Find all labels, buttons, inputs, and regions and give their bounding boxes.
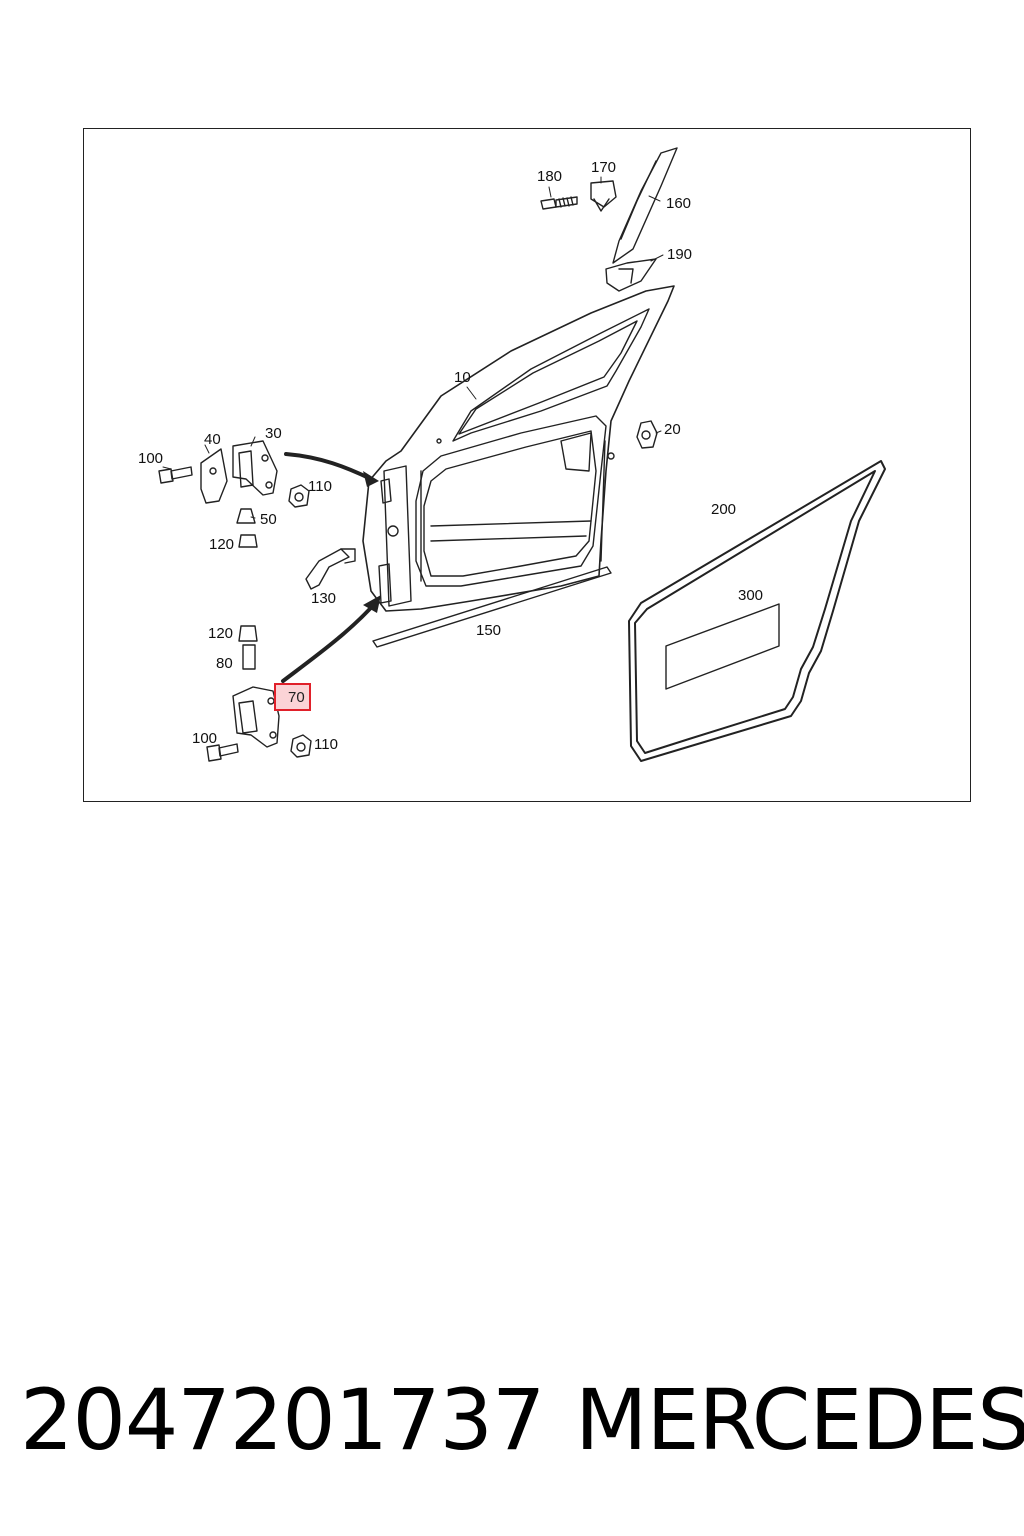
grommet [636,420,658,449]
callout-100-upper: 100 [138,450,164,467]
assembly-arrows [281,452,379,683]
callout-20: 20 [664,421,681,438]
window-trim [612,147,678,264]
callout-300: 300 [738,587,764,604]
sill-strip [372,566,612,648]
callout-180: 180 [537,168,563,185]
upper-hinge [158,440,310,548]
callout-160: 160 [666,195,692,212]
callout-190: 190 [667,246,693,263]
parts-diagram: 10 20 30 40 50 70 80 100 100 110 110 120… [83,128,971,802]
door-seal [628,460,886,762]
callout-130: 130 [311,590,337,607]
brand-name: MERCEDES [575,1371,1024,1469]
lower-hinge [206,625,312,762]
door-shell [362,285,675,612]
callout-40: 40 [204,431,221,448]
callout-200: 200 [711,501,737,518]
callout-120-upper: 120 [209,536,235,553]
callout-50: 50 [260,511,277,528]
product-footer: 2047201737 MERCEDES [20,1370,1024,1470]
check-strap [305,548,356,590]
callout-110-lower: 110 [314,736,338,753]
callout-70: 70 [274,683,311,711]
clip-and-screw [540,180,617,212]
callout-110-upper: 110 [308,478,332,495]
callout-30: 30 [265,425,282,442]
part-number: 2047201737 [20,1371,545,1469]
leader-lines [162,176,664,519]
callout-170: 170 [591,159,617,176]
callout-100-lower: 100 [192,730,218,747]
callout-10: 10 [454,369,471,386]
corner-bracket [605,258,657,292]
door-exploded-view [158,147,886,762]
callout-150: 150 [476,622,502,639]
callout-80: 80 [216,655,233,672]
callout-120-lower: 120 [208,625,234,642]
label-panel [665,603,780,690]
